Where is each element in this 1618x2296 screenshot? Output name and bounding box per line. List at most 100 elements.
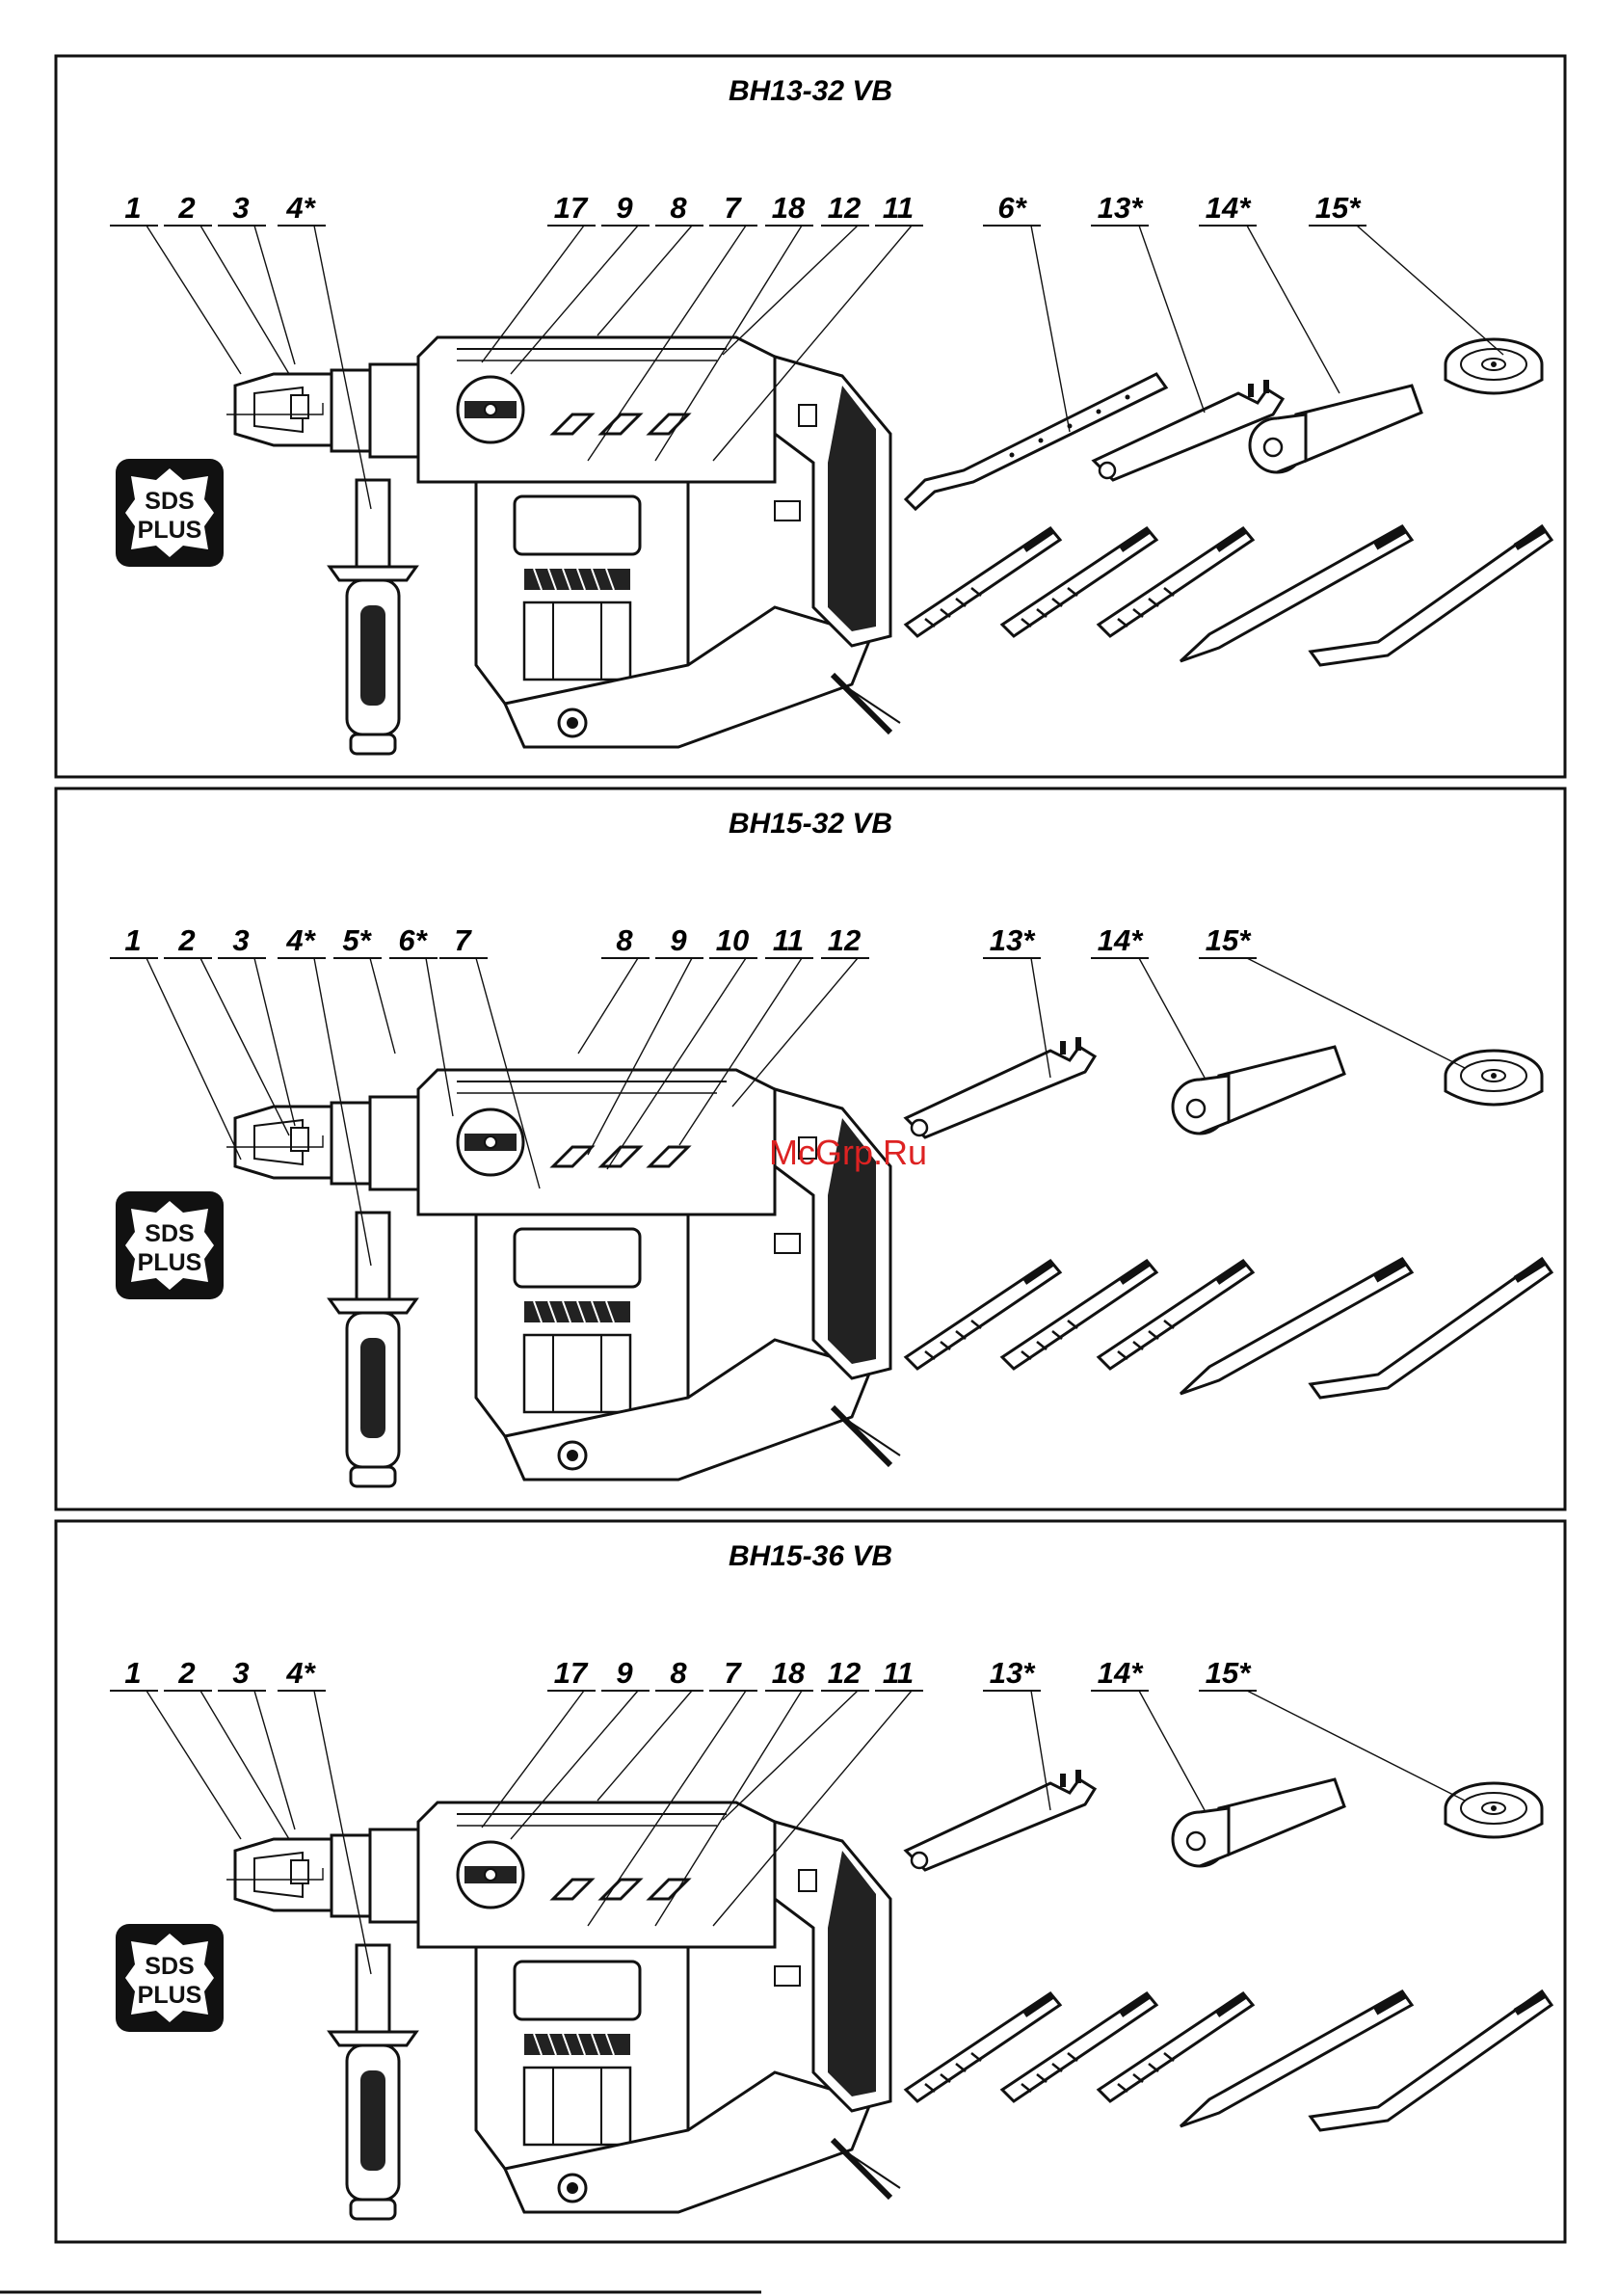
leader-line [314, 226, 371, 509]
leader-line [370, 958, 395, 1054]
wrench-illustration [906, 1770, 1095, 1870]
callout-label: 8 [670, 191, 687, 225]
grease-tube-illustration [1173, 1779, 1344, 1866]
accessories [906, 958, 1552, 1398]
callout-label: 11 [883, 1656, 914, 1690]
callout-label: 9 [616, 191, 633, 225]
badge-line2: PLUS [138, 517, 202, 544]
callout-label: 1 [124, 1656, 141, 1690]
leader-line [597, 226, 692, 335]
leader-line [1031, 226, 1070, 432]
callout-label: 11 [773, 923, 804, 957]
panel-title: BH15-32 VB [729, 808, 892, 840]
callout-label: 13* [990, 1656, 1036, 1690]
leader-line [314, 1691, 371, 1974]
leader-line [1357, 226, 1503, 355]
leader-line [1139, 1691, 1205, 1810]
callout-label: 12 [828, 191, 861, 225]
flat-chisel-illustration [1311, 525, 1552, 665]
leader-line [1247, 958, 1465, 1068]
leader-line [578, 958, 638, 1054]
accessories [906, 1691, 1552, 2130]
badge-line1: SDS [145, 1220, 194, 1247]
callout-label: 11 [883, 191, 914, 225]
badge-line2: PLUS [138, 1249, 202, 1276]
callout-label: 7 [724, 191, 742, 225]
callout-label: 6* [398, 923, 428, 957]
callout-label: 14* [1098, 1656, 1144, 1690]
callout-label: 15* [1206, 1656, 1252, 1690]
callout-label: 4* [285, 923, 316, 957]
side-handle-illustration [330, 1945, 416, 2219]
callout-label: 15* [1315, 191, 1362, 225]
leader-line [146, 226, 241, 374]
callout-label: 18 [772, 191, 806, 225]
callout-label: 6* [997, 191, 1027, 225]
callout-label: 13* [1098, 191, 1144, 225]
callout-label: 3 [232, 923, 249, 957]
badge-line2: PLUS [138, 1982, 202, 2009]
depth-gauge-illustration [906, 374, 1166, 509]
callout-label: 8 [670, 1656, 687, 1690]
callout-label: 17 [554, 1656, 589, 1690]
callout-label: 2 [177, 1656, 195, 1690]
callout-label: 1 [124, 191, 141, 225]
callout-label: 2 [177, 923, 195, 957]
dust-cap-illustration [1446, 1783, 1542, 1837]
callout-label: 12 [828, 1656, 861, 1690]
panel-title: BH13-32 VB [729, 75, 892, 107]
dust-cap-illustration [1446, 1051, 1542, 1105]
callout-label: 5* [342, 923, 372, 957]
callout-label: 10 [716, 923, 749, 957]
leader-line [1247, 1691, 1465, 1801]
callout-label: 12 [828, 923, 861, 957]
watermark-text: McGrp.Ru [769, 1133, 927, 1172]
callout-label: 13* [990, 923, 1036, 957]
flat-chisel-illustration [1311, 1258, 1552, 1398]
leader-line [254, 1691, 295, 1829]
callout-label: 4* [285, 1656, 316, 1690]
sds-plus-badge: SDSPLUS [116, 459, 224, 567]
dust-cap-illustration [1446, 339, 1542, 393]
callout-label: 1 [124, 923, 141, 957]
hammer-drill-illustration [235, 1802, 900, 2212]
grease-tube-illustration [1173, 1047, 1344, 1134]
wrench-illustration [906, 1037, 1095, 1137]
callout-label: 7 [724, 1656, 742, 1690]
callout-label: 2 [177, 191, 195, 225]
callout-label: 3 [232, 1656, 249, 1690]
callout-label: 4* [285, 191, 316, 225]
callout-label: 14* [1206, 191, 1252, 225]
callout-label: 9 [670, 923, 687, 957]
leader-line [1247, 226, 1339, 393]
callout-label: 8 [616, 923, 633, 957]
leader-line [1139, 958, 1205, 1078]
callout-label: 7 [454, 923, 472, 957]
callout-label: 14* [1098, 923, 1144, 957]
callout-label: 17 [554, 191, 589, 225]
callout-label: 3 [232, 191, 249, 225]
callout-label: 18 [772, 1656, 806, 1690]
side-handle-illustration [330, 1213, 416, 1486]
panel-title: BH15-36 VB [729, 1540, 892, 1572]
flat-chisel-illustration [1311, 1990, 1552, 2130]
leader-line [146, 1691, 241, 1839]
hammer-drill-illustration [235, 337, 900, 747]
leader-line [254, 226, 295, 364]
side-handle-illustration [330, 480, 416, 754]
callout-label: 15* [1206, 923, 1252, 957]
leader-line [146, 958, 241, 1160]
leader-line [732, 958, 858, 1107]
badge-line1: SDS [145, 488, 194, 515]
leader-line [597, 1691, 692, 1801]
leader-line [254, 958, 295, 1126]
accessories [906, 226, 1552, 665]
badge-line1: SDS [145, 1953, 194, 1980]
hammer-drill-illustration [235, 1070, 900, 1480]
callout-label: 9 [616, 1656, 633, 1690]
